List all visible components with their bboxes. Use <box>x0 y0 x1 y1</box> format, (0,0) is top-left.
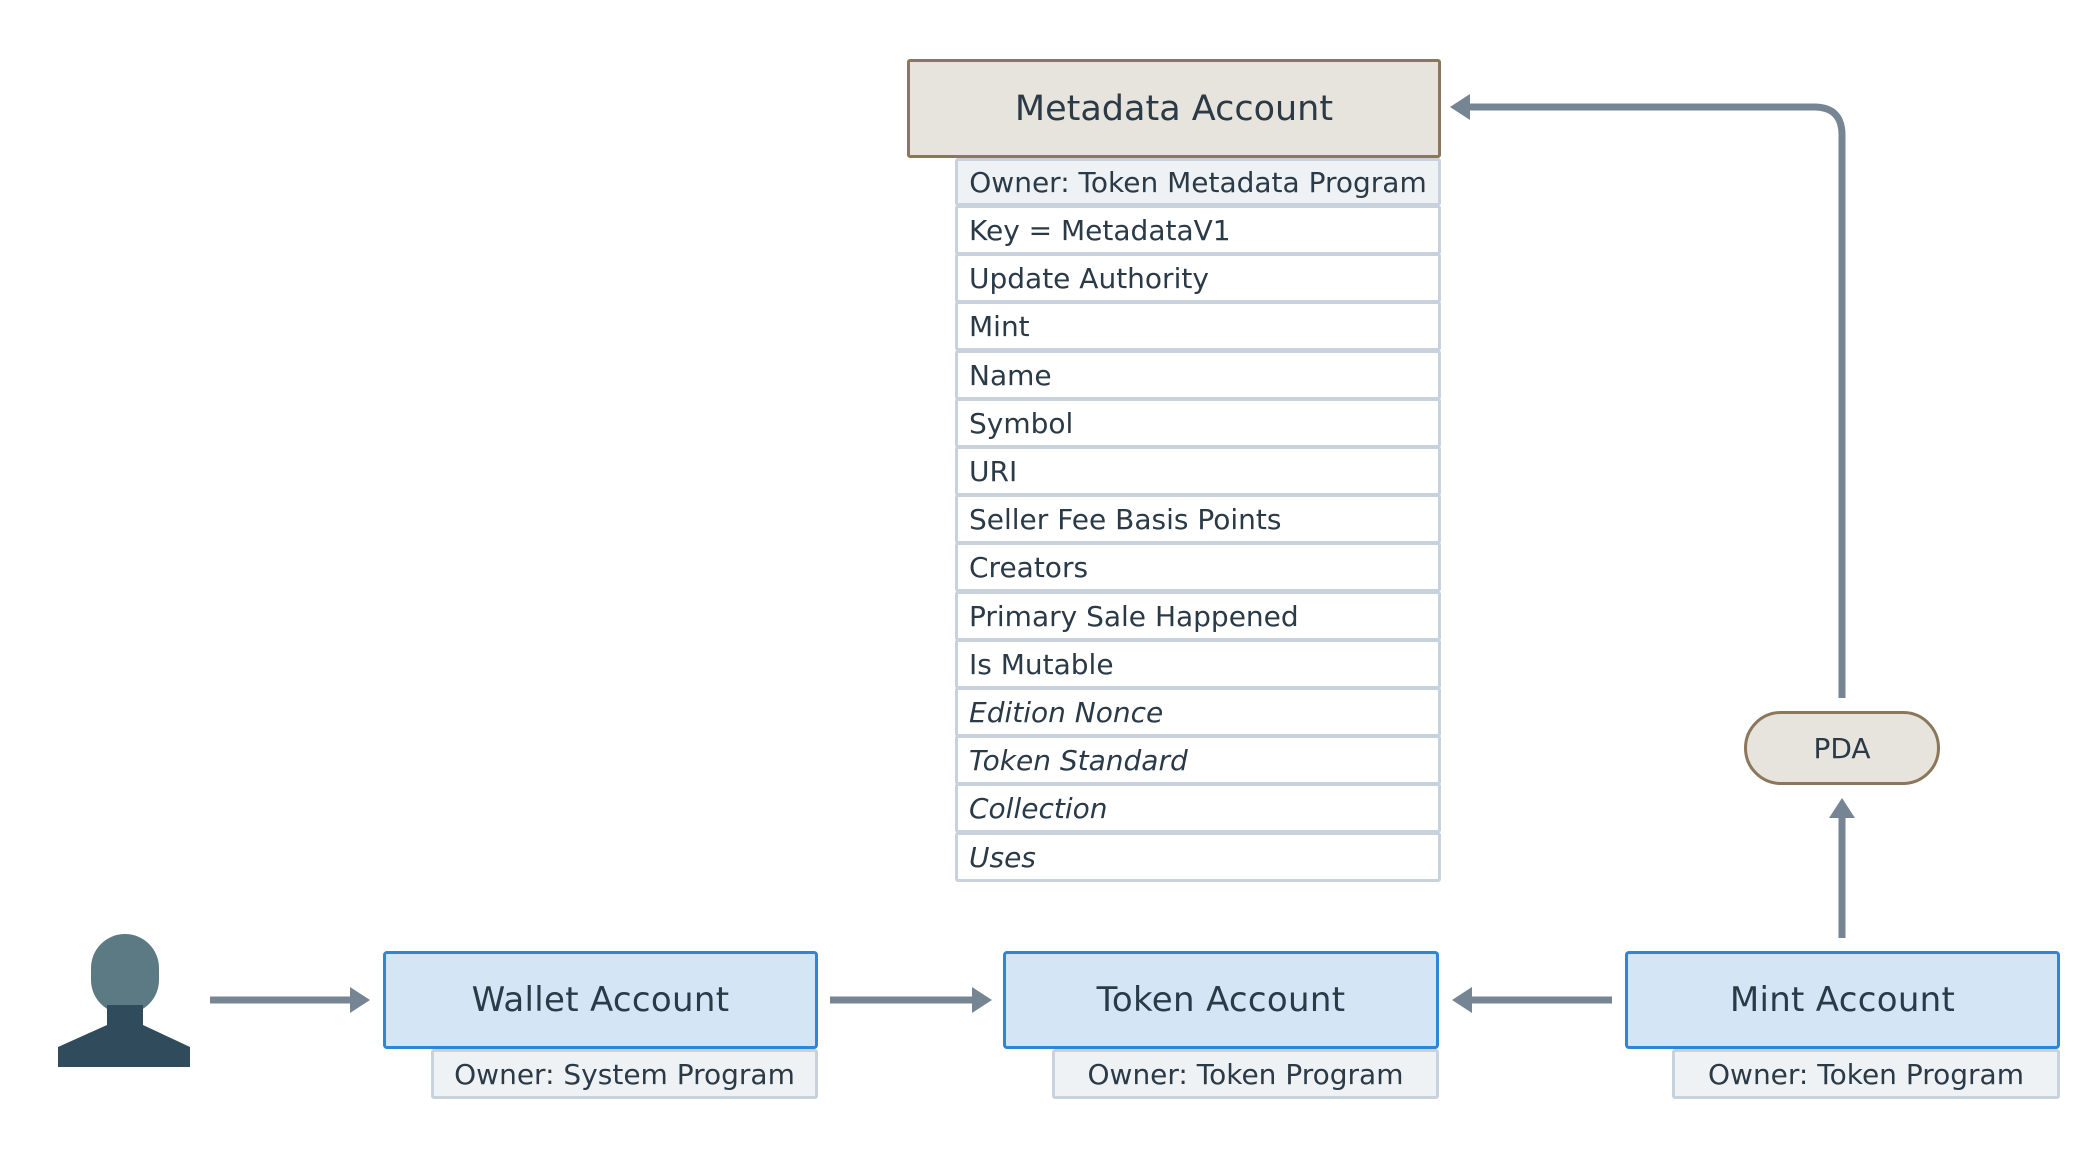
metadata-account-owner: Owner: Token Metadata Program <box>955 158 1441 206</box>
metadata-field-label: Token Standard <box>969 743 1188 777</box>
user-icon <box>58 934 190 1067</box>
metadata-field-row: Uses <box>955 832 1441 882</box>
arrow-wallet-to-token <box>830 987 992 1013</box>
metadata-field-row: Name <box>955 350 1441 400</box>
metadata-field-label: Symbol <box>969 406 1074 440</box>
metadata-account-header: Metadata Account <box>907 59 1441 158</box>
metadata-field-label: Mint <box>969 309 1030 343</box>
metadata-field-label: Collection <box>969 791 1108 825</box>
metadata-field-row: Key = MetadataV1 <box>955 205 1441 255</box>
metadata-field-label: Key = MetadataV1 <box>969 213 1231 247</box>
metadata-field-label: Creators <box>969 550 1089 584</box>
metadata-field-row: Creators <box>955 542 1441 592</box>
metadata-field-label: Is Mutable <box>969 647 1114 681</box>
mint-account: Mint Account <box>1625 951 2060 1049</box>
wallet-account-owner: Owner: System Program <box>431 1049 818 1099</box>
metadata-field-row: Mint <box>955 301 1441 351</box>
metadata-field-row: Is Mutable <box>955 639 1441 689</box>
metadata-account-owner-label: Owner: Token Metadata Program <box>969 165 1427 199</box>
pda-node: PDA <box>1744 711 1940 785</box>
metadata-account-title: Metadata Account <box>1014 88 1334 129</box>
arrow-pda-to-metadata <box>1450 94 1846 698</box>
arrow-mint-to-pda <box>1829 798 1855 938</box>
metadata-field-row: Primary Sale Happened <box>955 591 1441 641</box>
arrow-user-to-wallet <box>210 987 370 1013</box>
token-account-title: Token Account <box>1096 980 1346 1020</box>
metadata-field-row: Edition Nonce <box>955 687 1441 737</box>
metadata-field-label: Name <box>969 358 1052 392</box>
metadata-field-label: Primary Sale Happened <box>969 599 1299 633</box>
mint-account-owner: Owner: Token Program <box>1672 1049 2060 1099</box>
mint-account-owner-label: Owner: Token Program <box>1708 1057 2024 1091</box>
metadata-field-label: Uses <box>969 840 1036 874</box>
metadata-field-row: URI <box>955 446 1441 496</box>
metadata-field-row: Collection <box>955 783 1441 833</box>
metadata-field-label: Seller Fee Basis Points <box>969 502 1282 536</box>
pda-label: PDA <box>1813 731 1871 765</box>
token-account: Token Account <box>1003 951 1439 1049</box>
arrow-mint-to-token <box>1452 987 1612 1013</box>
wallet-account-owner-label: Owner: System Program <box>454 1057 795 1091</box>
metadata-field-label: URI <box>969 454 1018 488</box>
metadata-field-row: Seller Fee Basis Points <box>955 494 1441 544</box>
mint-account-title: Mint Account <box>1729 980 1956 1020</box>
metadata-field-label: Update Authority <box>969 261 1209 295</box>
wallet-account: Wallet Account <box>383 951 818 1049</box>
token-account-owner: Owner: Token Program <box>1052 1049 1439 1099</box>
metadata-field-row: Symbol <box>955 398 1441 448</box>
metadata-field-row: Update Authority <box>955 253 1441 303</box>
wallet-account-title: Wallet Account <box>471 980 730 1020</box>
token-account-owner-label: Owner: Token Program <box>1087 1057 1404 1091</box>
metadata-field-label: Edition Nonce <box>969 695 1164 729</box>
metadata-field-row: Token Standard <box>955 735 1441 785</box>
